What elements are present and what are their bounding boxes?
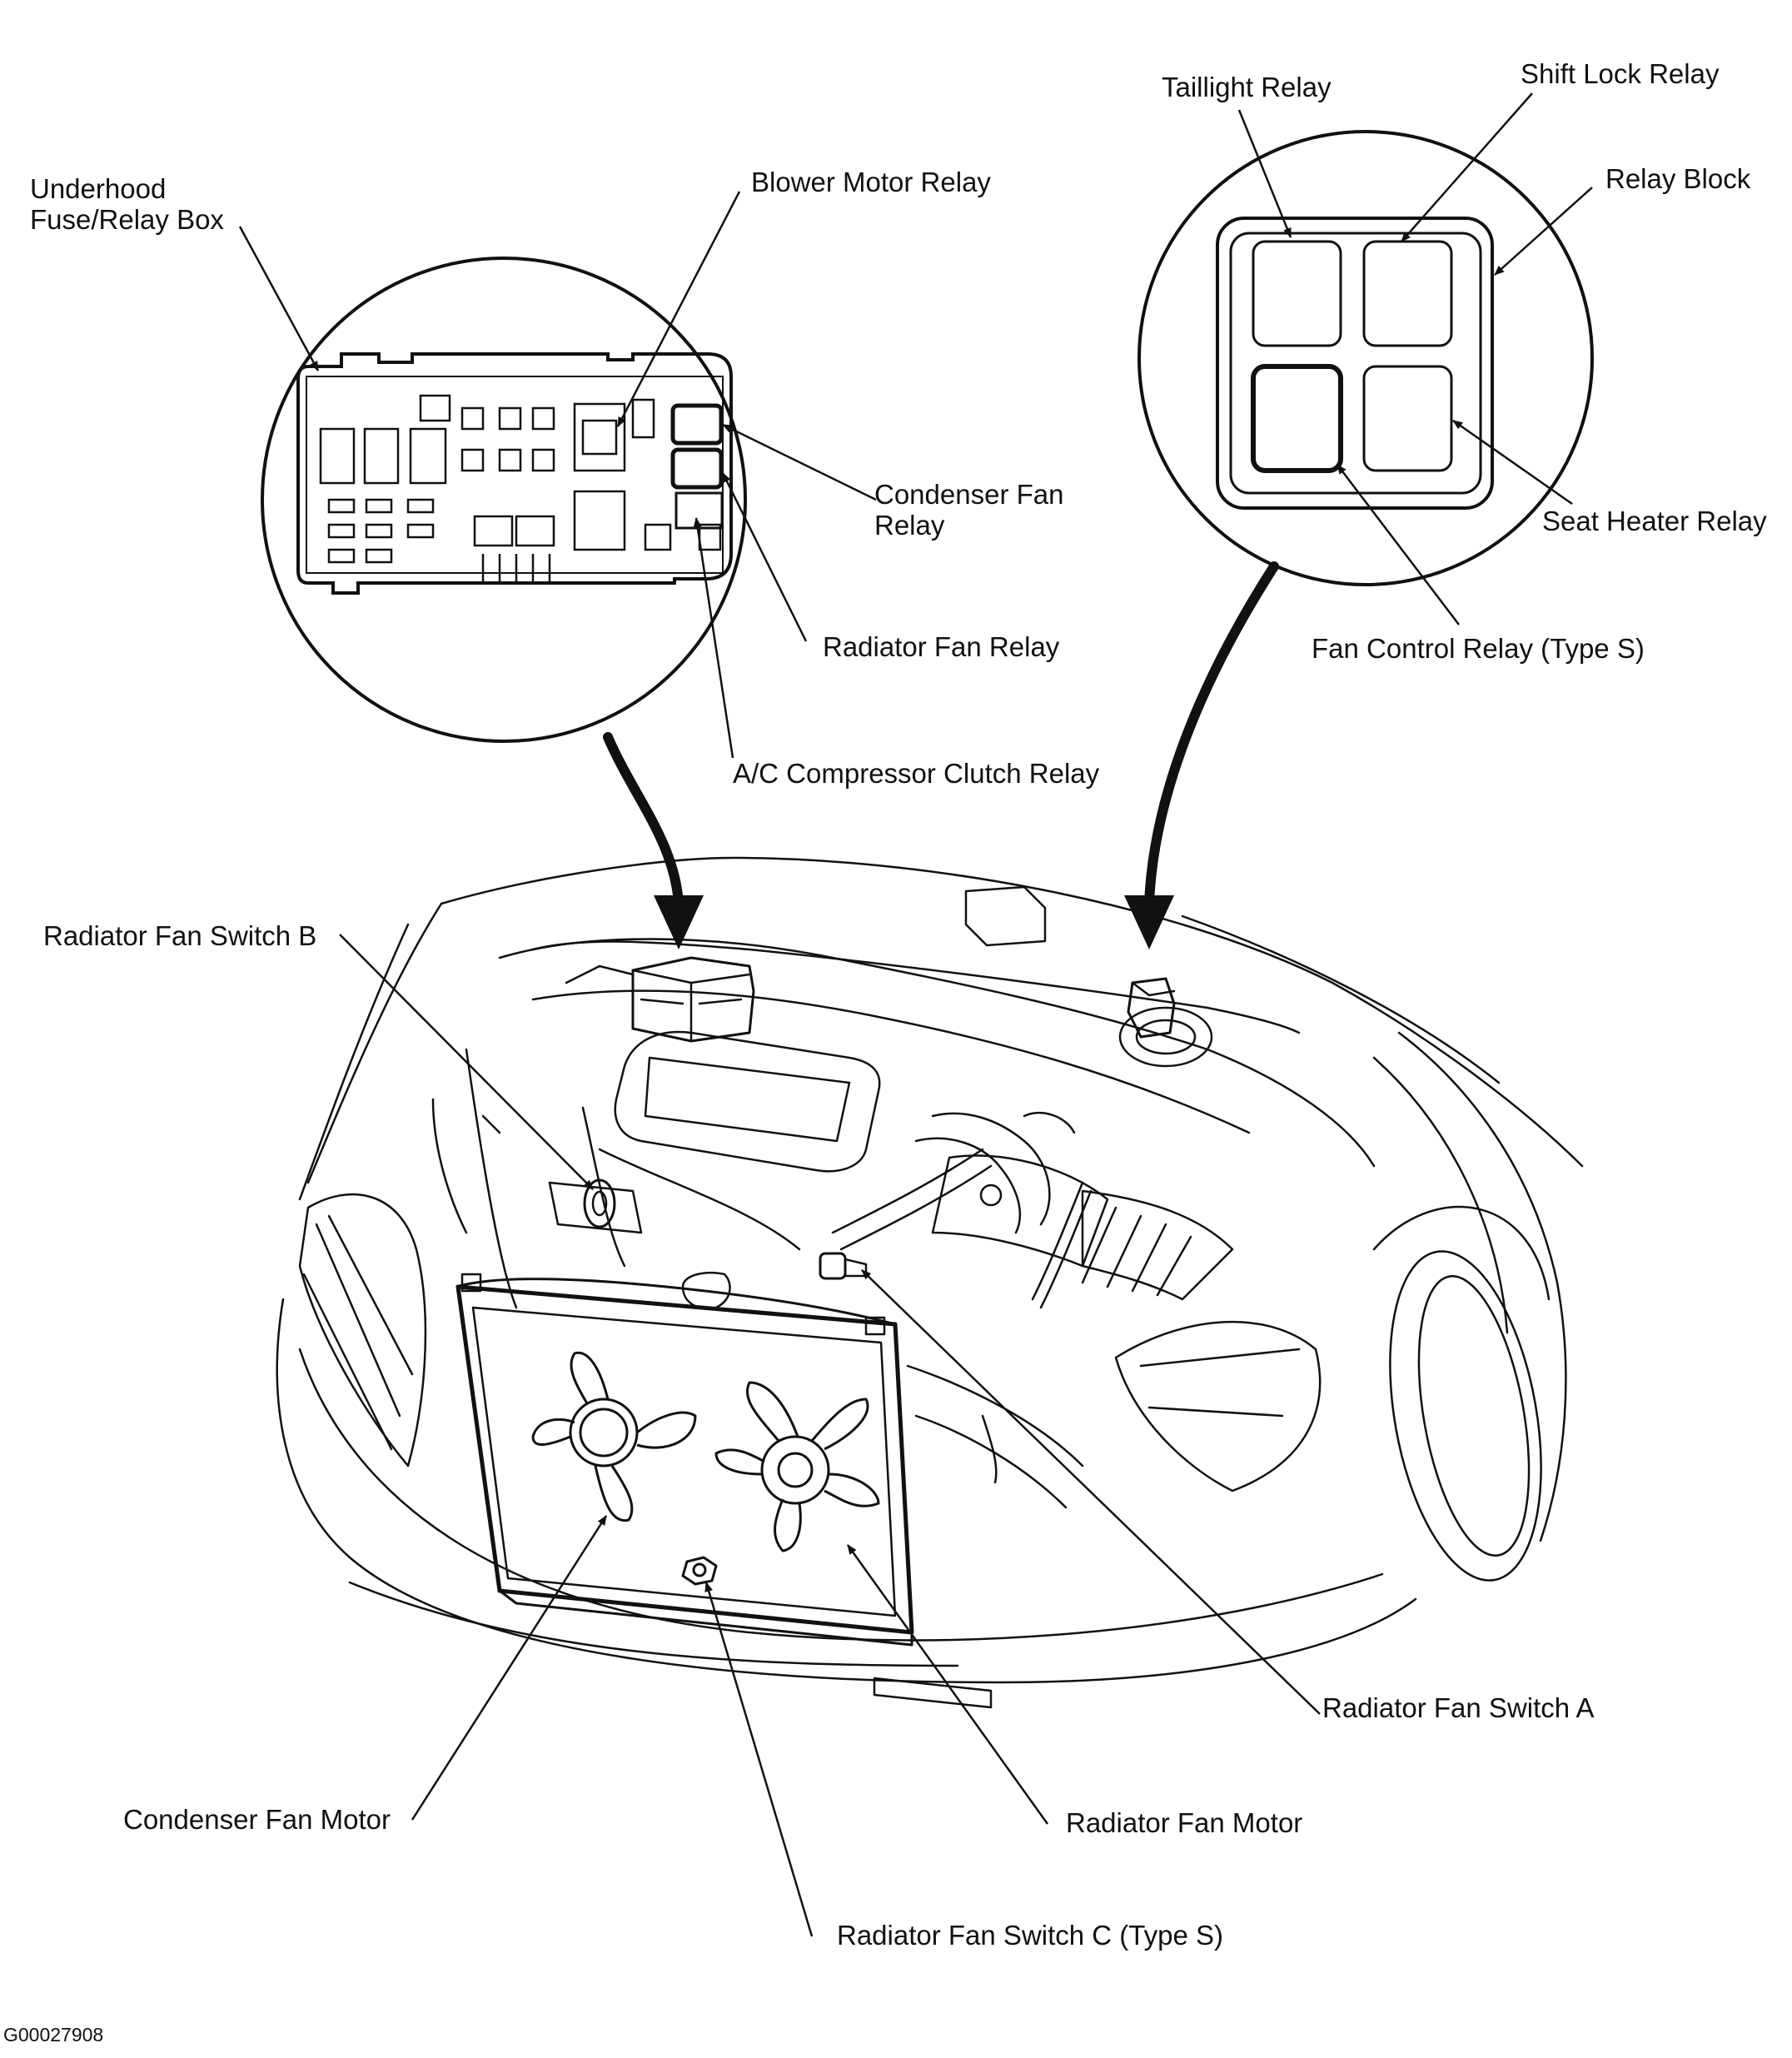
leader-radiator-fan-motor — [846, 1544, 1049, 1825]
installed-relay-block — [1127, 977, 1176, 1039]
radiator-fan-relay-outline — [670, 447, 724, 490]
label-radiator-fan-switch-b: Radiator Fan Switch B — [43, 920, 317, 951]
underhood-box-outline — [296, 352, 733, 595]
label-radiator-fan-motor: Radiator Fan Motor — [1066, 1807, 1303, 1838]
label-underhood-line-2: Fuse/Relay Box — [30, 204, 224, 235]
relay-block-detail — [1137, 130, 1594, 586]
condenser-fan-blades — [531, 1351, 697, 1522]
label-underhood-line-1: Underhood — [30, 173, 167, 204]
underhood-box-detail — [261, 257, 747, 743]
leader-relay-block — [1494, 187, 1593, 276]
label-blower-motor-relay: Blower Motor Relay — [751, 167, 991, 197]
label-shift-lock-relay: Shift Lock Relay — [1521, 58, 1720, 89]
fan-control-relay-outline — [1251, 364, 1343, 473]
label-radiator-fan-switch-c: Radiator Fan Switch C (Type S) — [837, 1920, 1223, 1951]
leader-fan-switch-c — [704, 1582, 814, 1937]
leader-underhood-box — [238, 226, 320, 371]
fan-switch-a-part — [819, 1252, 868, 1280]
label-condenser-fan-relay: Condenser Fan Relay — [874, 479, 1063, 541]
leader-condenser-fan-relay — [722, 423, 877, 501]
label-radiator-fan-switch-a: Radiator Fan Switch A — [1322, 1692, 1595, 1723]
leader-radiator-fan-relay — [721, 472, 808, 642]
label-relay-block: Relay Block — [1605, 163, 1751, 194]
leader-condenser-fan-motor — [411, 1515, 608, 1821]
taillight-relay-outline — [1252, 240, 1342, 347]
leader-taillight-relay — [1237, 109, 1292, 238]
fan-switch-c-part — [681, 1556, 718, 1586]
label-condenser-line-2: Relay — [874, 510, 945, 541]
label-seat-heater-relay: Seat Heater Relay — [1542, 506, 1767, 536]
label-condenser-fan-motor: Condenser Fan Motor — [123, 1804, 391, 1835]
detail-pointer-arrows — [603, 561, 1279, 949]
underhood-detail-circle — [261, 257, 747, 743]
label-condenser-line-1: Condenser Fan — [874, 479, 1064, 510]
label-taillight-relay: Taillight Relay — [1162, 72, 1332, 102]
fan-switch-b-part — [583, 1178, 616, 1228]
label-ac-compressor-clutch-relay: A/C Compressor Clutch Relay — [733, 758, 1100, 789]
leader-fan-switch-a — [861, 1269, 1321, 1715]
label-underhood-fuse-relay-box: Underhood Fuse/Relay Box — [30, 173, 224, 235]
leader-ac-clutch-relay — [693, 517, 734, 759]
label-fan-control-relay: Fan Control Relay (Type S) — [1312, 633, 1645, 664]
leader-shift-lock-relay — [1401, 92, 1533, 242]
leader-fan-control-relay — [1337, 464, 1460, 625]
radiator-assembly — [455, 1273, 914, 1647]
vehicle-front-drawing — [276, 856, 1584, 1709]
leader-lines — [238, 92, 1593, 1937]
leader-fan-switch-b — [339, 934, 594, 1190]
shift-lock-relay-outline — [1362, 240, 1453, 347]
leader-seat-heater-relay — [1452, 419, 1573, 506]
seat-heater-relay-outline — [1362, 365, 1453, 472]
engine-cover — [614, 1030, 881, 1173]
condenser-fan-relay-outline — [670, 403, 724, 446]
ac-clutch-relay-outline — [674, 491, 724, 530]
figure-id: G00027908 — [3, 2024, 104, 2046]
label-radiator-fan-relay: Radiator Fan Relay — [823, 631, 1060, 662]
radiator-fan-blades — [714, 1381, 880, 1552]
leader-blower-motor-relay — [616, 191, 741, 427]
front-wheel — [1389, 1250, 1542, 1582]
relay-block-detail-circle — [1137, 130, 1594, 586]
installed-fuse-box — [631, 956, 755, 1043]
